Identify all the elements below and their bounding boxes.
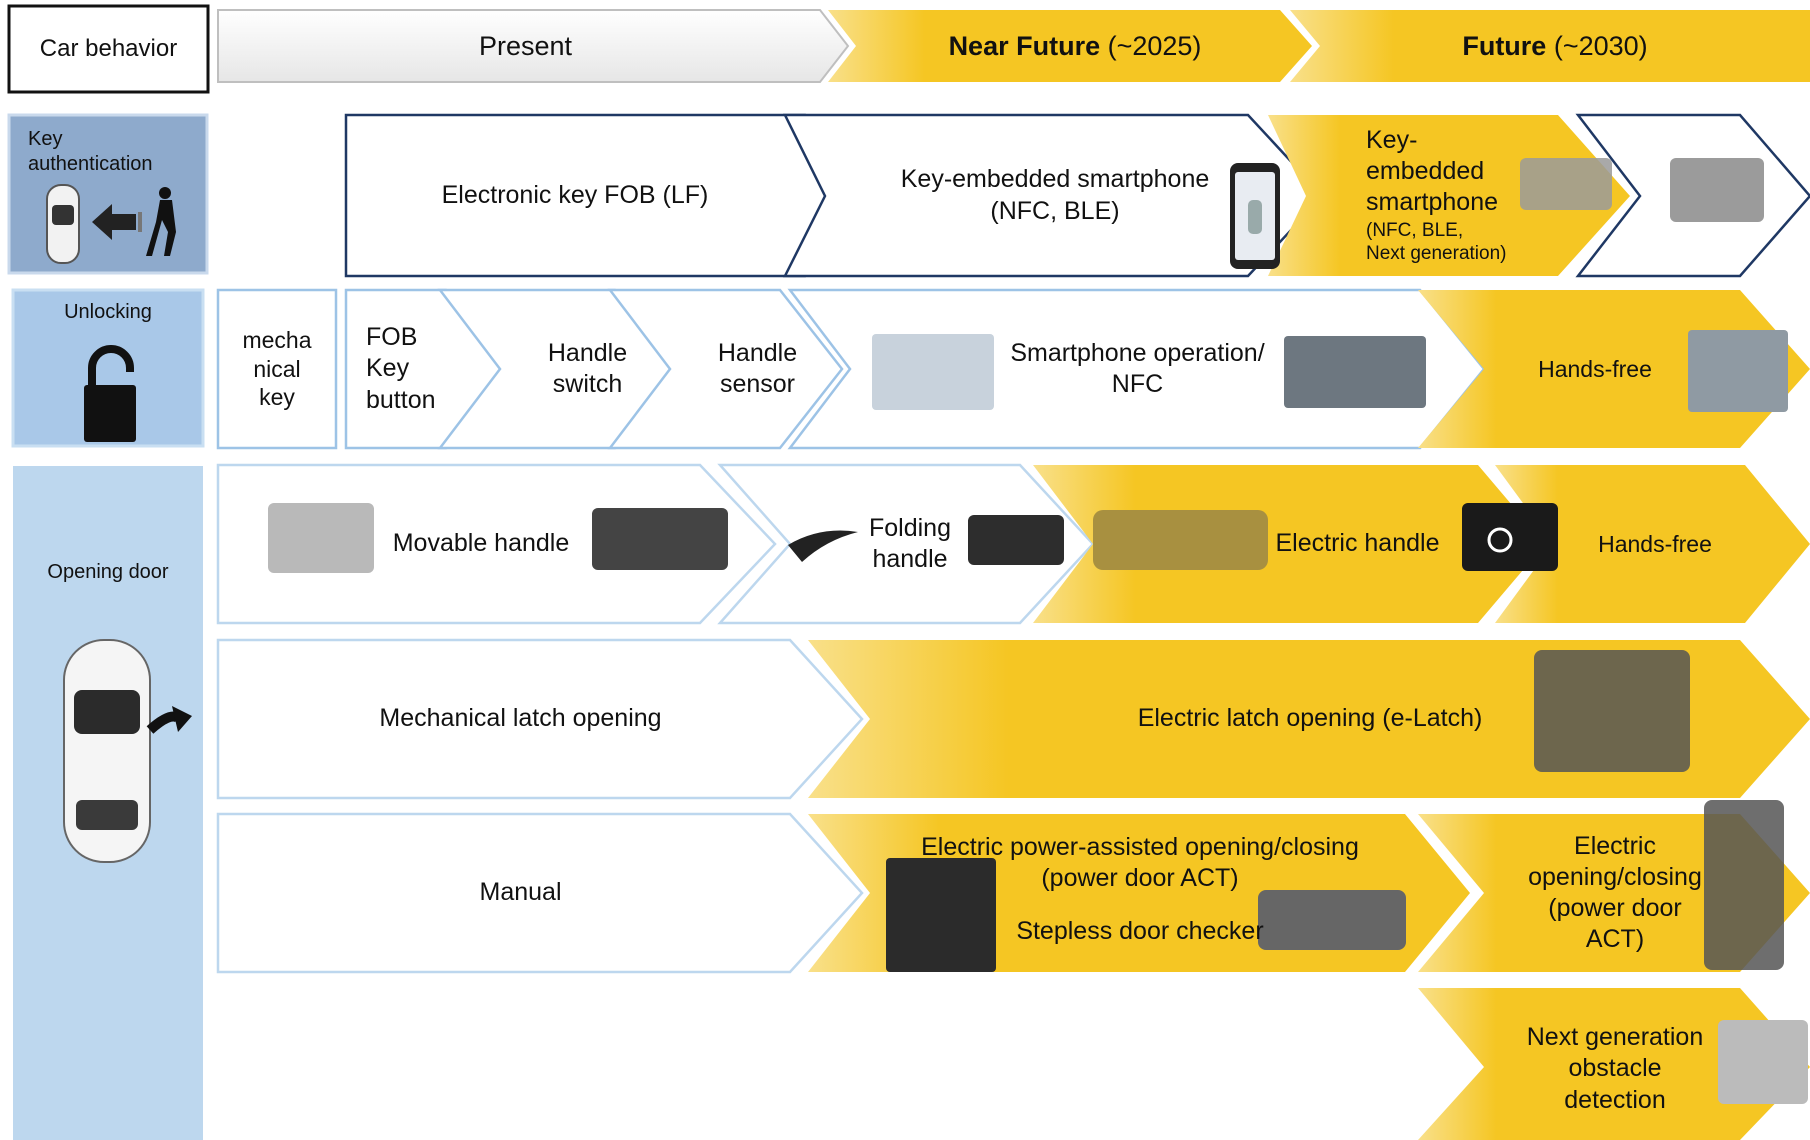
movable-handle-label: Movable handle xyxy=(392,529,570,558)
power-door-actuator-image xyxy=(1704,800,1784,970)
handle-sensor-arrow xyxy=(607,288,844,450)
smartwatch-image xyxy=(1670,158,1764,222)
folding-handle-label: Folding handle xyxy=(869,513,951,573)
near-future-header-arrow xyxy=(828,10,1312,82)
hands-free-symbol-icon xyxy=(1487,527,1513,553)
movable-handle-image-1 xyxy=(268,503,374,573)
person-at-car-image xyxy=(1688,330,1788,412)
unlocking-row xyxy=(216,288,1810,450)
folding-handle-image-2 xyxy=(968,515,1064,565)
car-behavior-box xyxy=(7,4,210,94)
obstacle-sensor-image xyxy=(1718,1020,1808,1104)
walking-person-icon xyxy=(146,187,176,256)
handle-sensor-label: Handle sensor xyxy=(717,338,798,398)
future-title: Future xyxy=(1462,30,1547,61)
door-checker-image xyxy=(1258,890,1406,950)
present-header-arrow xyxy=(217,9,850,83)
key-auth-row xyxy=(344,113,1810,278)
fob-button-label: FOB Key button xyxy=(366,323,436,414)
hand-phone-image xyxy=(1520,158,1612,210)
car-door-open-icon xyxy=(63,639,192,863)
power-door-row xyxy=(216,800,1810,974)
opening-door-label: Opening door xyxy=(47,561,169,583)
signal-bars-icon xyxy=(138,212,142,232)
mechanical-key-label: mecha nical key xyxy=(242,326,312,411)
open-car-door-image xyxy=(886,858,996,972)
latch-row xyxy=(216,638,1810,800)
sidebar-key-auth-panel xyxy=(7,113,209,275)
mechanical-latch-arrow xyxy=(216,638,864,800)
car-top-icon xyxy=(46,184,80,264)
electric-handle-label: Electric handle xyxy=(1275,529,1440,558)
smartphone-nfc-label: Smartphone operation/ NFC xyxy=(1010,338,1265,398)
stepless-checker-label: Stepless door checker xyxy=(1016,917,1264,946)
key-smartphone-label: Key-embedded smartphone (NFC, BLE) xyxy=(900,165,1210,225)
near-future-title: Near Future xyxy=(948,30,1101,61)
key-smartphone-arrow xyxy=(782,113,1325,278)
obstacle-detection-label: Next generation obstacle detection xyxy=(1526,1023,1704,1114)
car-behavior-label: Car behavior xyxy=(39,35,178,62)
electric-handle-image xyxy=(1093,510,1268,570)
car-phone-image xyxy=(872,334,994,410)
phone-door-handle-image xyxy=(1284,336,1426,408)
near-future-label: Near Future (~2025) xyxy=(860,10,1290,82)
fob-lf-label: Electronic key FOB (LF) xyxy=(441,180,709,209)
folding-handle-image-1 xyxy=(788,530,858,562)
hands-free-handle-label: Hands-free xyxy=(1598,530,1712,557)
left-arrow-icon xyxy=(92,204,136,240)
e-latch-label: Electric latch opening (e-Latch) xyxy=(1137,704,1483,733)
handle-switch-label: Handle switch xyxy=(547,338,628,398)
unlocking-label: Unlocking xyxy=(64,301,152,323)
movable-handle-image-2 xyxy=(592,508,728,570)
present-label: Present xyxy=(478,30,573,61)
phone-app-image xyxy=(1230,163,1280,269)
hands-free-unlock-label: Hands-free xyxy=(1538,355,1652,382)
hands-free-handle-arrow xyxy=(1495,465,1810,623)
future-year: (~2030) xyxy=(1546,30,1648,61)
mechanical-key-box xyxy=(216,288,338,450)
near-future-year: (~2025) xyxy=(1100,30,1202,61)
future-label: Future (~2030) xyxy=(1320,10,1790,82)
padlock-icon xyxy=(84,345,136,442)
power-assist-label: Electric power-assisted opening/closing … xyxy=(921,832,1359,892)
future-header-arrow xyxy=(1290,10,1810,82)
manual-label: Manual xyxy=(479,878,562,907)
next-gen-key-arrow xyxy=(1268,115,1630,276)
obstacle-row xyxy=(1418,988,1810,1140)
key-authentication-label: Key authentication xyxy=(28,128,153,175)
manual-arrow xyxy=(216,812,864,974)
obstacle-detection-arrow xyxy=(1418,988,1810,1140)
e-latch-image xyxy=(1534,650,1690,772)
power-door-act-label: Electric opening/closing (power door ACT… xyxy=(1528,831,1702,954)
next-gen-key-label: Key- embedded smartphone (NFC, BLE, Next… xyxy=(1366,125,1507,265)
handle-row xyxy=(216,463,1810,625)
mechanical-latch-label: Mechanical latch opening xyxy=(379,704,662,733)
electric-handle-arrow xyxy=(1033,465,1545,623)
